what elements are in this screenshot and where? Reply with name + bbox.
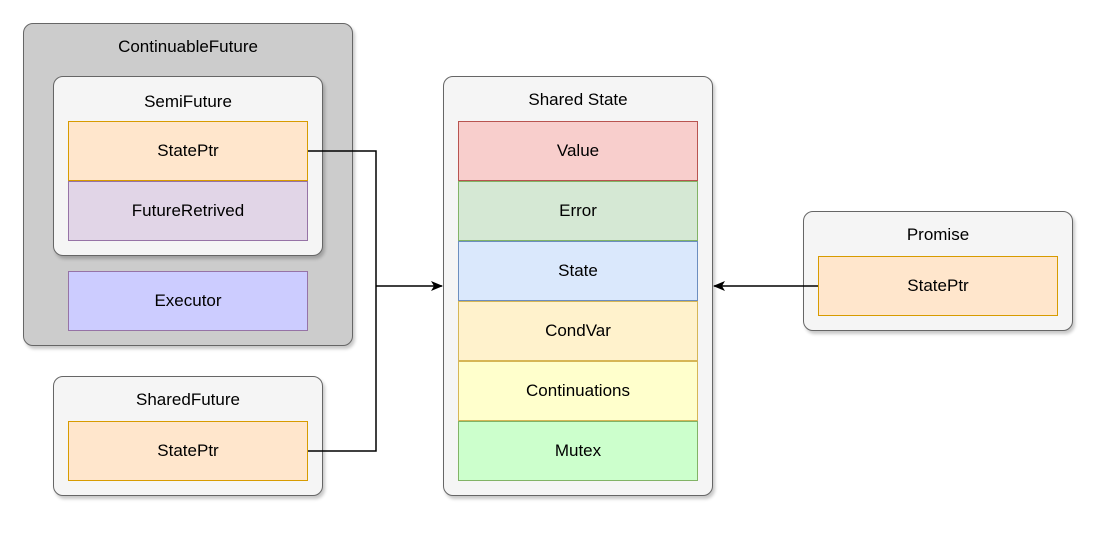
semi-future-stateptr-connector	[308, 150, 377, 286]
condvar-field: CondVar	[458, 301, 698, 361]
future-retrived-field: FutureRetrived	[68, 181, 308, 241]
semi-future-stateptr-field: StatePtr	[68, 121, 308, 181]
shared-future-title: SharedFuture	[136, 390, 240, 409]
value-field: Value	[458, 121, 698, 181]
promise-stateptr-field: StatePtr	[818, 256, 1058, 316]
semi-future-title: SemiFuture	[144, 92, 232, 111]
shared-future-stateptr-field: StatePtr	[68, 421, 308, 481]
promise-title: Promise	[906, 225, 970, 244]
error-field: Error	[458, 181, 698, 241]
shared-state-title: Shared State	[528, 90, 628, 109]
mutex-field: Mutex	[458, 421, 698, 481]
continuable-future-title: ContinuableFuture	[118, 37, 258, 56]
continuations-field: Continuations	[458, 361, 698, 421]
state-field: State	[458, 241, 698, 301]
shared-future-stateptr-connector	[308, 286, 377, 452]
executor-field: Executor	[68, 271, 308, 331]
